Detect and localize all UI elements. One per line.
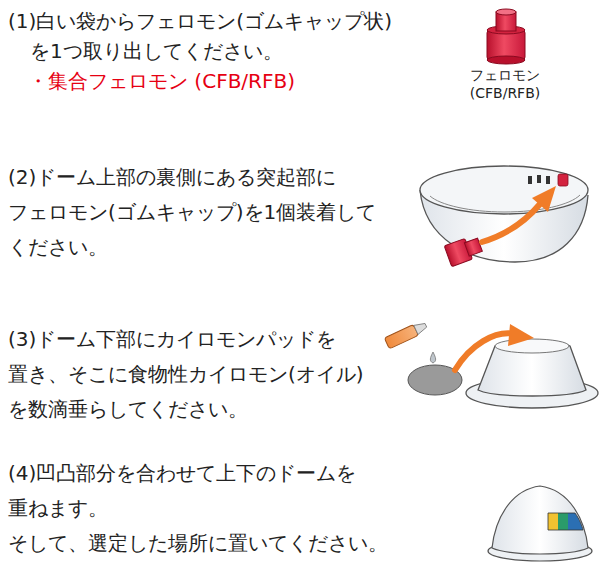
step-1-text: (1)白い袋からフェロモン(ゴムキャップ状) を1つ取り出してください。 [8,6,392,66]
text-line: ください。 [8,230,376,265]
text-line: (CFB/RFB) [445,84,565,102]
attach-arrowhead [532,186,556,212]
pheromone-cap [487,9,525,64]
text-line: を数滴垂らしてください。 [8,392,364,427]
place-arrowhead [508,324,534,346]
step-3-text: (3)ドーム下部にカイロモンパッドを 置き、そこに食物性カイロモン(オイル) を… [8,322,364,427]
pheromone-cap-small [444,234,483,266]
step-4-text: (4)凹凸部分を合わせて上下のドームを 重ねます。 そして、選定した場所に置いて… [8,456,388,561]
oil-bottle [384,320,428,349]
text-line: 重ねます。 [8,491,388,526]
text-line: そして、選定した場所に置いてください。 [8,526,388,561]
lower-dome [466,339,598,408]
text-line: フェロモン(ゴムキャップ)を1個装着して [8,195,376,230]
oil-drop [430,352,435,363]
text-line: (3)ドーム下部にカイロモンパッドを [8,322,364,357]
text-line: 置き、そこに食物性カイロモン(オイル) [8,357,364,392]
pheromone-type: ・集合フェロモン (CFB/RFB) [28,66,295,96]
assembled-trap [488,486,592,561]
text-line: フェロモン [445,66,565,84]
place-arrow [455,333,515,370]
text-line: を1つ取り出してください。 [8,36,392,66]
text-line: (1)白い袋からフェロモン(ゴムキャップ状) [8,6,392,36]
cap-caption: フェロモン (CFB/RFB) [445,66,565,102]
text-line: (2)ドーム上部の裏側にある突起部に [8,160,376,195]
step-2-text: (2)ドーム上部の裏側にある突起部に フェロモン(ゴムキャップ)を1個装着して … [8,160,376,265]
text-line: (4)凹凸部分を合わせて上下のドームを [8,456,388,491]
attach-arrow [482,204,540,242]
